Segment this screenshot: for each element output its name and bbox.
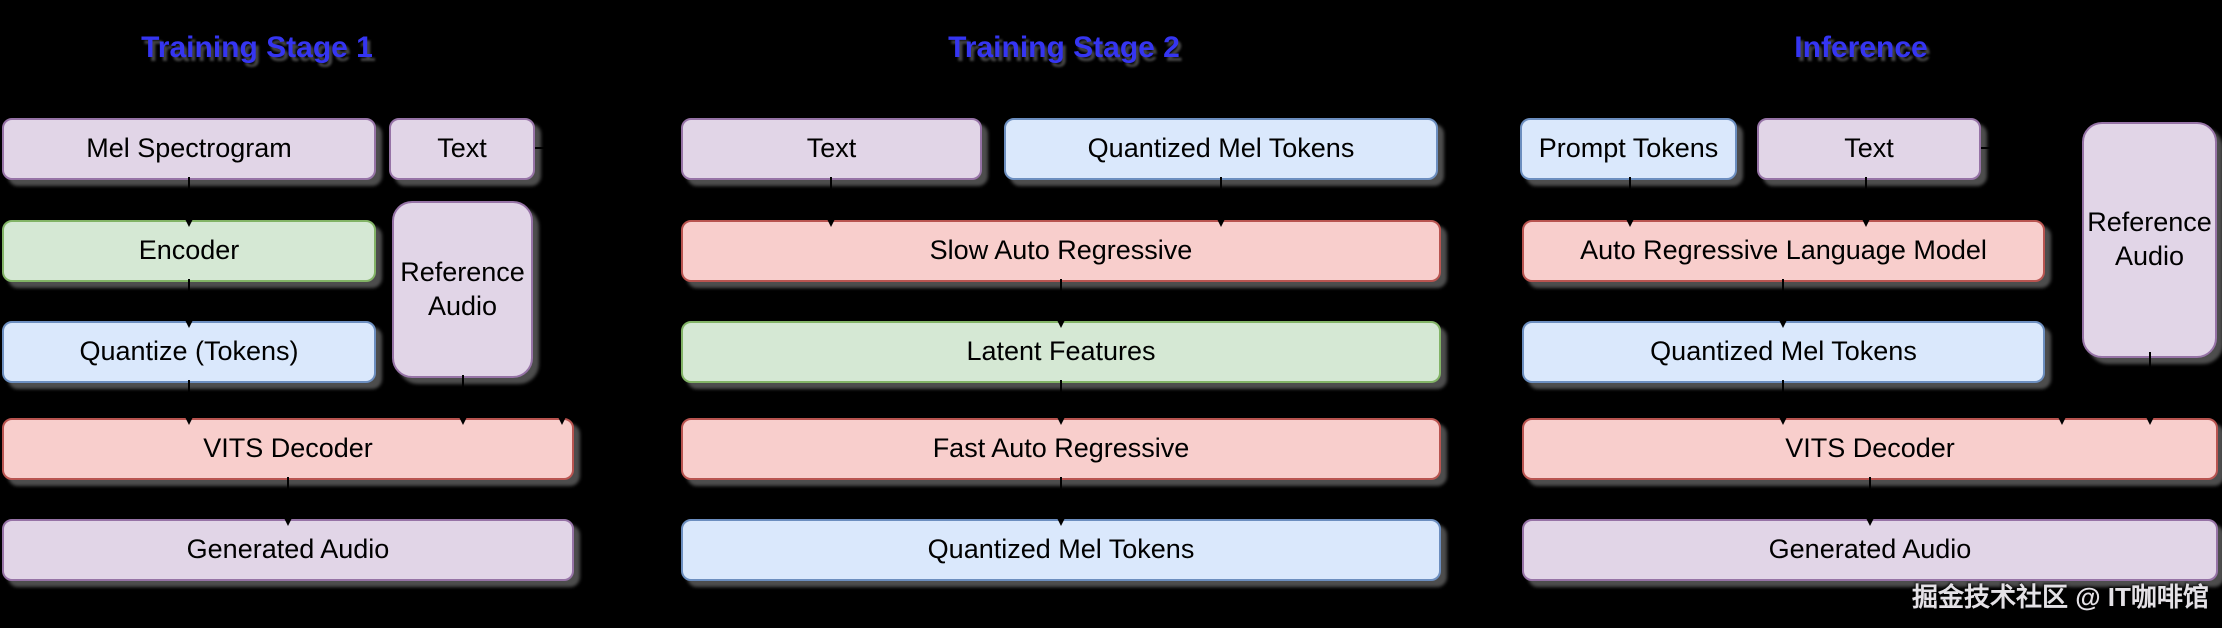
connector-prompt-tokens-to-auto-regressive-language-model-line (1629, 177, 1631, 216)
connector-text-input-to-vits-decoder-vline (561, 148, 563, 414)
node-reference-audio: Reference Audio (392, 201, 533, 378)
connector-mel-spectrogram-to-encoder-line (188, 177, 190, 216)
node-quantize-tokens: Quantize (Tokens) (2, 321, 376, 383)
connector-reference-audio-to-vits-decoder-line (462, 375, 464, 414)
connector-text-input-to-vits-decoder-arrowhead (555, 411, 569, 425)
node-quantized-mel-tokens: Quantized Mel Tokens (1522, 321, 2045, 383)
connector-encoder-to-quantize-tokens-line (188, 279, 190, 317)
connector-vits-decoder-to-generated-audio-line (287, 477, 289, 515)
node-generated-audio: Generated Audio (2, 519, 574, 581)
node-prompt-tokens: Prompt Tokens (1520, 118, 1737, 180)
connector-slow-auto-regressive-to-latent-features-line (1060, 279, 1062, 317)
connector-quantize-tokens-to-vits-decoder-arrowhead (182, 411, 196, 425)
node-vits-decoder: VITS Decoder (1522, 418, 2218, 480)
connector-prompt-tokens-to-auto-regressive-language-model-arrowhead (1623, 213, 1637, 227)
column-title-1: Training Stage 1 (141, 31, 373, 64)
connector-reference-audio-to-vits-decoder-arrowhead (456, 411, 470, 425)
connector-vits-decoder-to-generated-audio-line (1869, 477, 1871, 515)
node-encoder: Encoder (2, 220, 376, 282)
connector-text-input-to-auto-regressive-language-model-line (1865, 177, 1867, 216)
node-generated-audio: Generated Audio (1522, 519, 2218, 581)
connector-encoder-to-quantize-tokens-arrowhead (182, 314, 196, 328)
node-mel-spectrogram: Mel Spectrogram (2, 118, 376, 180)
node-quantized-mel-tokens-in: Quantized Mel Tokens (1004, 118, 1438, 180)
connector-vits-decoder-to-generated-audio-arrowhead (1863, 512, 1877, 526)
connector-auto-regressive-language-model-to-quantized-mel-tokens-arrowhead (1776, 314, 1790, 328)
node-text-input: Text (389, 118, 535, 180)
node-reference-audio: Reference Audio (2082, 122, 2217, 358)
connector-quantized-mel-tokens-to-vits-decoder-line (1782, 380, 1784, 414)
node-text-input: Text (1757, 118, 1981, 180)
connector-text-input-to-vits-decoder-arrowhead (2055, 411, 2069, 425)
connector-quantized-mel-tokens-in-to-slow-auto-regressive-arrowhead (1214, 213, 1228, 227)
connector-vits-decoder-to-generated-audio-arrowhead (281, 512, 295, 526)
connector-text-input-to-auto-regressive-language-model-arrowhead (1859, 213, 1873, 227)
connector-text-input-to-vits-decoder-hline (535, 147, 562, 149)
connector-latent-features-to-fast-auto-regressive-arrowhead (1054, 411, 1068, 425)
node-slow-auto-regressive: Slow Auto Regressive (681, 220, 1441, 282)
connector-quantized-mel-tokens-in-to-slow-auto-regressive-line (1220, 177, 1222, 216)
connector-text-input-to-vits-decoder-hline (1981, 147, 2062, 149)
connector-reference-audio-to-vits-decoder-arrowhead (2143, 411, 2157, 425)
node-vits-decoder: VITS Decoder (2, 418, 574, 480)
node-auto-regressive-language-model: Auto Regressive Language Model (1522, 220, 2045, 282)
node-quantized-mel-tokens-out: Quantized Mel Tokens (681, 519, 1441, 581)
connector-text-input-to-slow-auto-regressive-line (830, 177, 832, 216)
node-fast-auto-regressive: Fast Auto Regressive (681, 418, 1441, 480)
watermark: 掘金技术社区 @ IT咖啡馆 (1912, 582, 2209, 612)
column-title-2: Training Stage 2 (948, 31, 1180, 64)
connector-slow-auto-regressive-to-latent-features-arrowhead (1054, 314, 1068, 328)
node-text-input: Text (681, 118, 982, 180)
connector-text-input-to-slow-auto-regressive-arrowhead (824, 213, 838, 227)
node-latent-features: Latent Features (681, 321, 1441, 383)
connector-latent-features-to-fast-auto-regressive-line (1060, 380, 1062, 414)
connector-reference-audio-to-vits-decoder-line (2149, 352, 2151, 414)
connector-text-input-to-vits-decoder-vline (2061, 148, 2063, 414)
connector-fast-auto-regressive-to-quantized-mel-tokens-out-line (1060, 477, 1062, 515)
connector-auto-regressive-language-model-to-quantized-mel-tokens-line (1782, 279, 1784, 317)
connector-mel-spectrogram-to-encoder-arrowhead (182, 213, 196, 227)
connector-fast-auto-regressive-to-quantized-mel-tokens-out-arrowhead (1054, 512, 1068, 526)
column-title-3: Inference (1794, 31, 1928, 64)
connector-quantize-tokens-to-vits-decoder-line (188, 380, 190, 414)
connector-quantized-mel-tokens-to-vits-decoder-arrowhead (1776, 411, 1790, 425)
